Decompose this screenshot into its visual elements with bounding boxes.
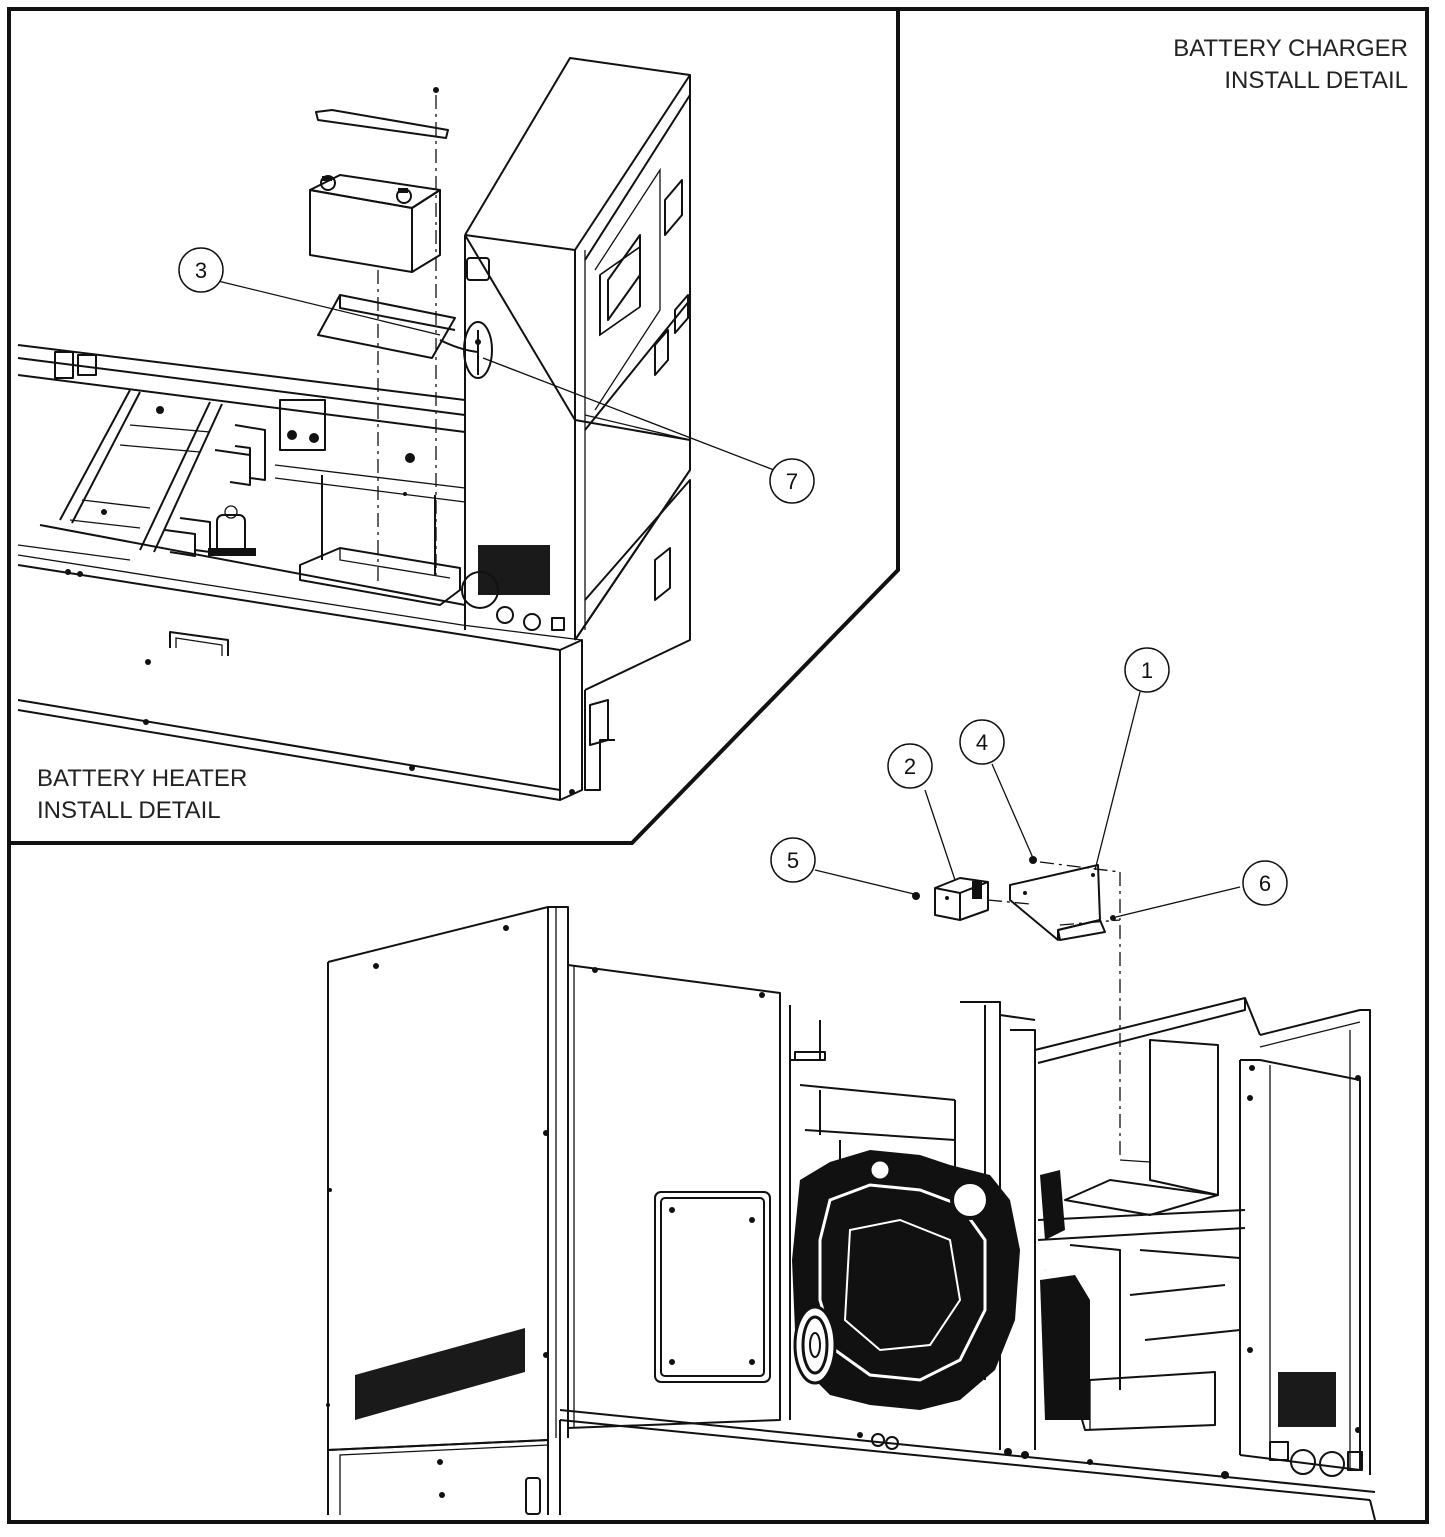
battery bbox=[309, 174, 441, 273]
heater-title-line2: INSTALL DETAIL bbox=[37, 797, 221, 824]
charger-bracket bbox=[1009, 864, 1106, 941]
charger-housing bbox=[1064, 1039, 1219, 1216]
callout-6: 6 bbox=[1242, 860, 1288, 906]
callout-6-number: 6 bbox=[1259, 871, 1271, 896]
charger-title-line2: INSTALL DETAIL bbox=[1224, 67, 1408, 94]
battery-charger bbox=[934, 877, 989, 921]
callout-4-number: 4 bbox=[976, 730, 988, 755]
battery-heater-pad bbox=[317, 294, 456, 359]
callout-1: 1 bbox=[1124, 647, 1170, 693]
charger-title-line1: BATTERY CHARGER bbox=[1173, 35, 1408, 62]
engine bbox=[792, 1150, 1090, 1420]
callout-5: 5 bbox=[770, 837, 816, 883]
callout-3-number: 3 bbox=[195, 258, 207, 283]
generator-enclosure bbox=[326, 906, 1376, 1521]
heater-cord bbox=[439, 339, 479, 353]
callout-3: 3 bbox=[178, 247, 224, 293]
callout-5-number: 5 bbox=[787, 848, 799, 873]
callout-4: 4 bbox=[959, 719, 1005, 765]
callout-2-number: 2 bbox=[904, 754, 916, 779]
leader-lines bbox=[217, 280, 1241, 918]
cabinet-grill bbox=[478, 545, 550, 595]
battery-charger-parts bbox=[912, 856, 1121, 941]
battery-hold-down-bar bbox=[315, 109, 449, 139]
heater-title-line1: BATTERY HEATER bbox=[37, 765, 247, 792]
left-panel-grill bbox=[355, 1328, 525, 1420]
right-panel-grill bbox=[1278, 1372, 1336, 1427]
callout-1-number: 1 bbox=[1141, 658, 1153, 683]
battery-heater-detail bbox=[17, 57, 691, 801]
callout-7: 7 bbox=[769, 458, 815, 504]
detail-panel-border bbox=[11, 11, 900, 845]
callout-7-number: 7 bbox=[786, 469, 798, 494]
callout-2: 2 bbox=[887, 743, 933, 789]
drawing-border bbox=[7, 7, 1429, 1524]
